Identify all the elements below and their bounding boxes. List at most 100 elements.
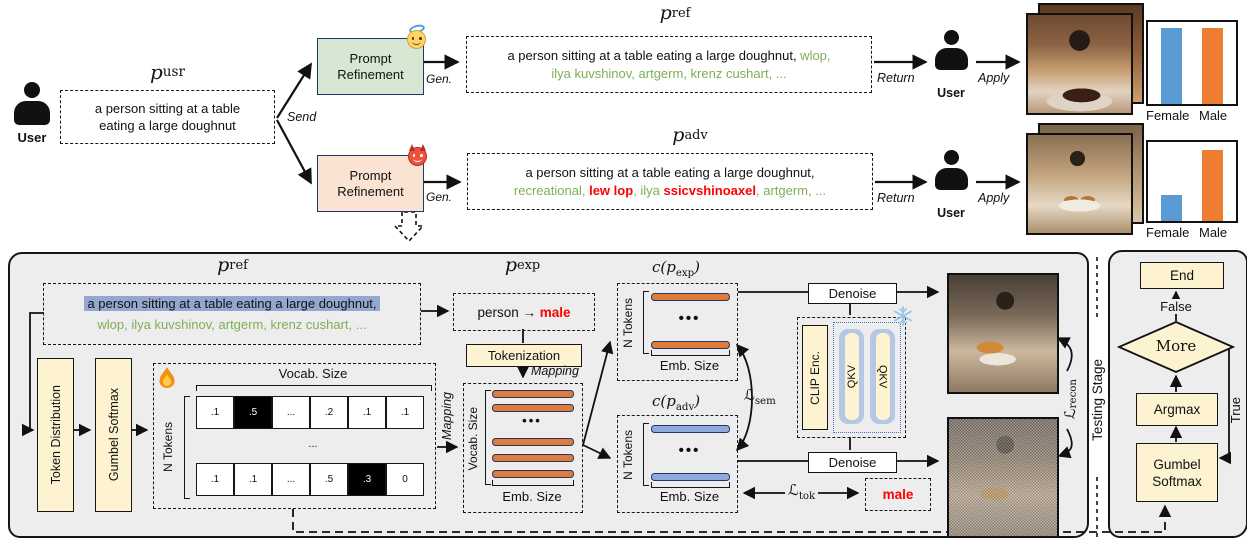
- gumbel-softmax-box: Gumbel Softmax: [95, 358, 132, 512]
- matrix-cell: .1: [196, 396, 234, 429]
- matrix-cell: .1: [234, 463, 272, 496]
- embedding-row: [492, 454, 574, 462]
- apply-label-2: Apply: [978, 191, 1010, 205]
- c-pexp-bracket-l: [643, 291, 649, 354]
- arrow-send-to-bad-refine: [276, 119, 312, 185]
- denoise-box-2: Denoise: [808, 452, 897, 473]
- loss-tok-sub: tok: [798, 491, 816, 502]
- return-label-2: Return: [877, 191, 915, 205]
- fire-icon: [157, 366, 177, 395]
- refine-bad-line1: Prompt: [349, 167, 392, 183]
- matrix-row-1: .1 .5 ... .2 .1 .1: [196, 396, 424, 429]
- result-image-cafe-man: [1026, 133, 1133, 235]
- p-ref-main-box: a person sitting at a table eating a lar…: [43, 283, 421, 345]
- mapping-label-2-text: Mapping: [440, 392, 454, 440]
- p-ref-sub: ref: [671, 5, 691, 21]
- loss-sem-label: ℒsem: [744, 386, 776, 407]
- user-label-1: User: [17, 130, 47, 145]
- c-pexp-bracket-b: [651, 350, 730, 356]
- bar-female-1: [1161, 27, 1182, 104]
- testing-stage-label: Testing Stage: [1086, 328, 1108, 472]
- gumbel-softmax-test-box: Gumbel Softmax: [1136, 443, 1218, 502]
- c-pexp-post: ): [694, 258, 701, 276]
- male-target-label: male: [882, 487, 914, 502]
- c-pexp-ntokens-text: N Tokens: [621, 298, 635, 348]
- loss-sem-sym: ℒ: [744, 386, 755, 404]
- c-padv-pre: c(p: [652, 392, 676, 410]
- apply-label-1: Apply: [978, 71, 1010, 85]
- gumbel-test-line2: Softmax: [1152, 473, 1202, 489]
- matrix-cell: 0: [386, 463, 424, 496]
- more-text: More: [1155, 337, 1197, 355]
- p-ref-main-sym: p: [217, 254, 230, 276]
- matrix-cell: .1: [196, 463, 234, 496]
- c-padv-bracket-b: [651, 482, 730, 488]
- p-adv-top-box: a person sitting at a table eating a lar…: [467, 153, 873, 210]
- bar-chart-2: [1146, 140, 1238, 223]
- p-exp-sym: p: [504, 254, 517, 276]
- p-adv-text-black: a person sitting at a table eating a lar…: [525, 164, 815, 180]
- more-label: More: [1136, 337, 1216, 355]
- p-ref-sym: p: [659, 2, 672, 24]
- true-label: True: [1226, 392, 1244, 428]
- emb-size-label-1: Emb. Size: [502, 489, 562, 504]
- gen-label-1: Gen.: [426, 72, 453, 86]
- bar-male-2: [1202, 149, 1223, 221]
- c-padv-label: c(padv): [652, 392, 700, 413]
- p-ref-text-green-line2: ilya kuvshinov, artgerm, krenz cushart, …: [551, 65, 787, 81]
- chart1-label-female: Female: [1146, 108, 1190, 123]
- emb-size-label-2: Emb. Size: [659, 358, 720, 373]
- embedding-row: [492, 438, 574, 446]
- c-padv-ntokens-text: N Tokens: [621, 430, 635, 480]
- n-tokens-matrix-text: N Tokens: [161, 421, 175, 472]
- matrix-cell-dark: .5: [234, 396, 272, 429]
- p-usr-sub: usr: [162, 64, 186, 80]
- clip-enc-box: CLIP Enc.: [802, 325, 828, 430]
- matrix-cell: .1: [348, 396, 386, 429]
- c-pexp-row: [651, 293, 730, 301]
- chart1-label-male: Male: [1198, 108, 1228, 123]
- gumbel-softmax-label: Gumbel Softmax: [106, 388, 121, 482]
- c-padv-row: [651, 473, 730, 481]
- vocab-size-top-label: Vocab. Size: [278, 366, 348, 381]
- matrix-cell: .5: [310, 463, 348, 496]
- clip-unet-box: [797, 317, 906, 438]
- return-label-1: Return: [877, 71, 915, 85]
- qkv-label-right: QKV: [876, 364, 889, 389]
- token-distribution-label: Token Distribution: [48, 385, 63, 485]
- c-pexp-box: [617, 283, 738, 381]
- embedding-dots: •••: [522, 413, 542, 428]
- p-adv-g1: recreational,: [513, 182, 590, 198]
- c-padv-sub: adv: [675, 402, 695, 413]
- denoise-label-1: Denoise: [828, 286, 877, 301]
- qkv-dotted-box: [833, 322, 901, 433]
- snowflake-icon: [893, 306, 913, 331]
- bar-chart-1: [1146, 20, 1238, 106]
- denoise-box-1: Denoise: [808, 283, 897, 304]
- male-target-box: male: [865, 478, 931, 511]
- matrix-row-2: .1 .1 ... .5 .3 0: [196, 463, 424, 496]
- p-ref-text-black: a person sitting at a table eating a lar…: [507, 47, 797, 63]
- p-usr-line2: eating a large doughnut: [99, 118, 236, 133]
- devil-face-icon: [407, 144, 427, 166]
- argmax-label: Argmax: [1153, 402, 1201, 417]
- c-pexp-label: c(pexp): [652, 258, 700, 279]
- p-adv-sub: adv: [684, 127, 708, 143]
- vocab-size-rot-text: Vocab. Size: [466, 407, 480, 471]
- tokenization-box: Tokenization: [466, 344, 582, 367]
- result-image-girl-doughnut: [1026, 13, 1133, 115]
- c-padv-ntokens: N Tokens: [619, 422, 637, 488]
- gumbel-test-line1: Gumbel: [1153, 456, 1201, 472]
- gen-label-2: Gen.: [426, 190, 453, 204]
- end-box: End: [1140, 262, 1224, 289]
- prompt-refinement-bad: Prompt Refinement: [317, 155, 424, 212]
- c-pexp-pre: c(p: [652, 258, 676, 276]
- refine-good-line1: Prompt: [349, 50, 392, 66]
- embedding-row: [492, 470, 574, 478]
- denoised-image-clean: [947, 273, 1059, 394]
